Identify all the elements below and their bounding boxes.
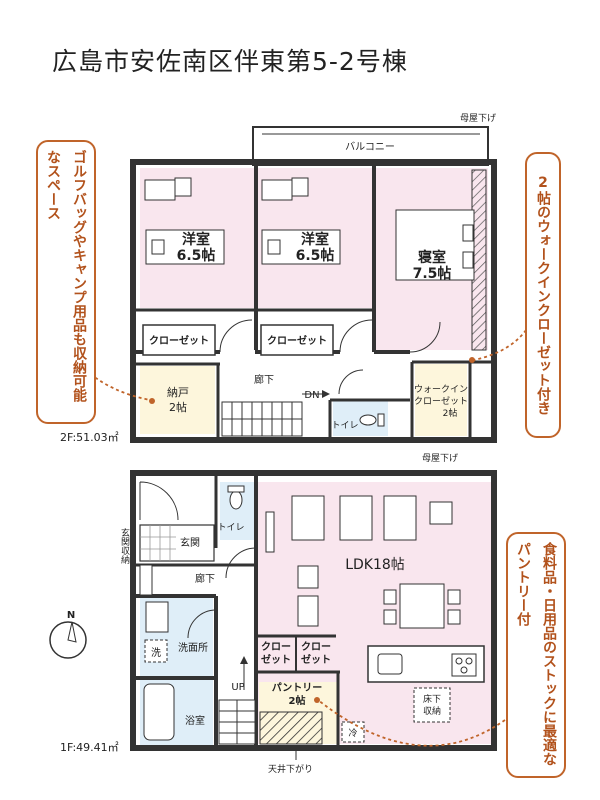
bedroom-name: 寝室 [418,249,446,266]
closet-a-line2: ゼット [261,653,291,666]
callout-dot-right-bottom [314,697,320,703]
door-swing-2f-4 [338,369,364,395]
entrance-door-swing [139,481,179,521]
washer-mark: 洗 [151,647,161,659]
pantry-name: パントリー [272,682,323,694]
closet-b-line1: クロー [301,641,331,653]
room-western-mid-size: 6.5帖 [296,247,335,264]
callout-leader-right-top [473,329,527,361]
toilet-1f-fixture [229,490,243,510]
callout-pantry: 食料品・日用品のストックに最適なパントリー付 [506,532,566,778]
hall-1f-label: 廊下 [195,572,215,585]
furniture-1f [265,495,461,629]
entrance-label: 玄関 [180,536,200,549]
entrance-storage-label: 玄関収納 [119,527,130,565]
roof-lowering-top: 母屋下げ [460,113,496,124]
door-swing-1f-1 [225,547,257,579]
wic-fill [415,364,467,436]
wic-line1: ウォークイン [414,384,468,395]
washroom-label: 洗面所 [178,642,208,654]
stair-down-label: DN [304,390,319,401]
floor-storage-box [413,687,451,723]
balcony-label: バルコニー [345,141,395,153]
entrance-floor-grid [139,524,215,562]
storage-size: 2帖 [169,401,187,414]
room-western-left-size: 6.5帖 [177,247,216,264]
stairs-2f [221,390,330,437]
page-title: 広島市安佐南区伴東第5-2号棟 [52,47,408,76]
roof-lowering-bottom: 母屋下げ [422,453,458,464]
toilet-1f-label: トイレ [217,523,244,533]
callout-walk-in-closet: 2帖のウォークインクローゼット付き [525,152,561,438]
toilet-2f-label: トイレ [331,421,358,431]
bath-label: 浴室 [185,714,205,727]
closet-b-line2: ゼット [301,653,331,666]
room-western-left-name: 洋室 [182,231,210,248]
first-floor-area: 1F:49.41㎡ [60,741,119,754]
ceiling-lowering-note: 天井下がり [268,763,313,775]
stairs-1f [218,656,256,745]
bathtub [143,683,175,741]
wash-basin [145,601,169,633]
first-floor: LDK18帖 玄関 廊下 トイレ 洗面所 洗 浴室 クロー ゼット クロー ゼッ… [60,470,497,775]
callout-leader-right-bottom [317,699,506,747]
closet-left-box [142,324,216,356]
callout-golf-storage: ゴルフバッグやキャンプ用品も収納可能なスペース [36,140,96,424]
pantry-shelf-hatch [259,711,323,745]
second-floor: 母屋下げ バルコニー 洋室 6.5帖 洋室 6.5帖 寝室 7.5帖 クローゼッ… [60,113,497,464]
hall-2f-label: 廊下 [254,373,274,386]
entrance-storage-box [139,564,153,596]
washing-machine-spot [144,639,168,663]
stair-up-label: UP [231,682,244,693]
closet-left-label: クローゼット [149,334,209,347]
closet-a-line1: クロー [261,641,291,653]
cooktop [451,653,477,677]
room-western-mid-name: 洋室 [301,231,329,248]
floor-storage-line2: 収納 [423,705,441,717]
bedroom-size: 7.5帖 [413,265,452,282]
kitchen-sink [377,653,403,675]
callout-dot-right-top [469,357,475,363]
storage-name: 納戸 [167,386,189,399]
wic-size: 2帖 [443,407,458,419]
second-floor-area: 2F:51.03㎡ [60,431,119,444]
first-floor-outer-wall [130,470,497,751]
balcony [252,126,489,166]
door-swing-1f-2 [187,609,217,639]
toilet-2f-fixture [359,414,377,426]
closet-mid-label: クローゼット [267,334,327,347]
door-swing-2f-3 [409,321,441,353]
wic-line2: クローゼット [414,395,468,407]
door-swing-2f-2 [339,319,373,353]
fridge-spot [341,721,365,743]
closet-mid-box [260,324,334,356]
floor-storage-line1: 床下 [423,693,441,705]
callout-dot-left [149,398,155,404]
fridge-label: 冷 [348,727,357,739]
furniture-2f [144,177,475,281]
second-floor-outer-wall [130,159,497,443]
pantry-size: 2帖 [289,694,306,707]
north-label: N [67,610,75,621]
north-compass: N [49,610,87,659]
door-swing-2f-1 [219,319,253,353]
ldk-label: LDK18帖 [345,557,405,573]
